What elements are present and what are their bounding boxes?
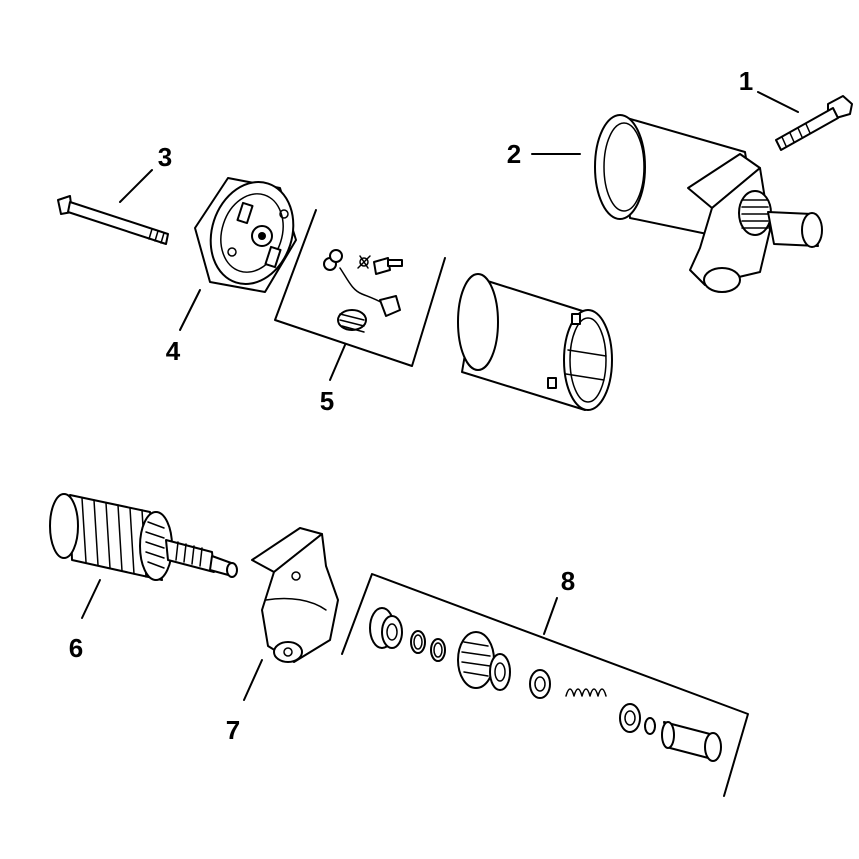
drive-end-cap-icon xyxy=(251,527,339,663)
callout-4: 4 xyxy=(166,336,181,366)
leader-3 xyxy=(119,169,153,203)
leader-5 xyxy=(329,344,346,381)
callout-6: 6 xyxy=(69,633,83,663)
leader-1 xyxy=(757,91,799,113)
leader-6 xyxy=(81,579,101,619)
bolt-icon xyxy=(775,95,853,151)
drive-kit-icon xyxy=(341,573,749,797)
armature-icon xyxy=(49,493,238,581)
through-bolt-icon xyxy=(57,195,169,245)
callout-3: 3 xyxy=(158,142,172,172)
leader-8 xyxy=(543,597,558,635)
leader-7 xyxy=(243,659,263,701)
starter-motor-assembly-icon xyxy=(594,114,823,293)
callout-5: 5 xyxy=(320,386,334,416)
callout-8: 8 xyxy=(561,566,575,596)
brush-kit-icon xyxy=(274,209,446,367)
end-cap-icon xyxy=(194,177,297,293)
leader-4 xyxy=(179,289,201,331)
callout-1: 1 xyxy=(739,66,753,96)
field-housing-icon xyxy=(457,273,613,411)
callout-2: 2 xyxy=(507,139,521,169)
callout-7: 7 xyxy=(226,715,240,745)
